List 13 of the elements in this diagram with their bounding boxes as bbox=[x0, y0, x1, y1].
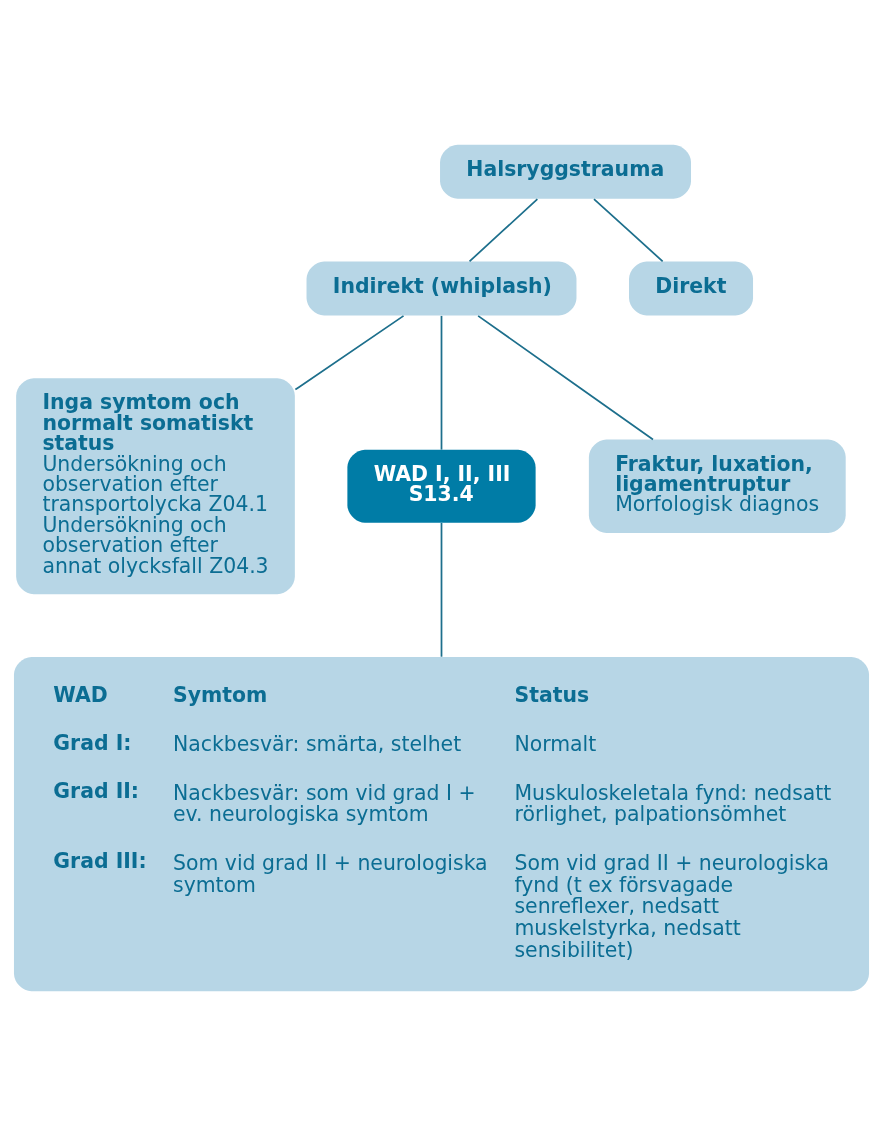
node-box: Fraktur, luxation, ligamentruptur Morfologisk diagnos bbox=[588, 439, 846, 533]
node-box: WAD Symtom Status Grad I: Nackbesvär: smärta, stelhet Normalt Grad II: Nackbesvär: som vid grad I + ev. neurologiska symtom Muskuloskeletala fynd: nedsatt rörlighet, palpationsömhet Grad III: Som vid grad II + neurologiska symtom Som vid grad II + neurologiska fynd (t ex försvagade senreflexer, nedsatt muskelstyrka, nedsatt sensibilitet) bbox=[13, 657, 870, 992]
node-box: Halsryggstrauma bbox=[440, 144, 691, 199]
connector bbox=[468, 198, 539, 263]
connector bbox=[440, 522, 443, 658]
node-box: Indirekt (whiplash) bbox=[306, 261, 577, 316]
node-box: Direkt bbox=[629, 261, 754, 316]
node-box: WAD I, II, III S13.4 bbox=[347, 449, 536, 523]
connector bbox=[294, 315, 405, 391]
node-box: Inga symtom och normalt somatiskt status Undersökning och observation efter transportolycka Z04.1 Undersökning och observation efter annat olycksfall Z04.3 bbox=[16, 378, 295, 595]
connector bbox=[477, 315, 654, 441]
connector bbox=[593, 198, 664, 263]
connector bbox=[440, 315, 443, 451]
